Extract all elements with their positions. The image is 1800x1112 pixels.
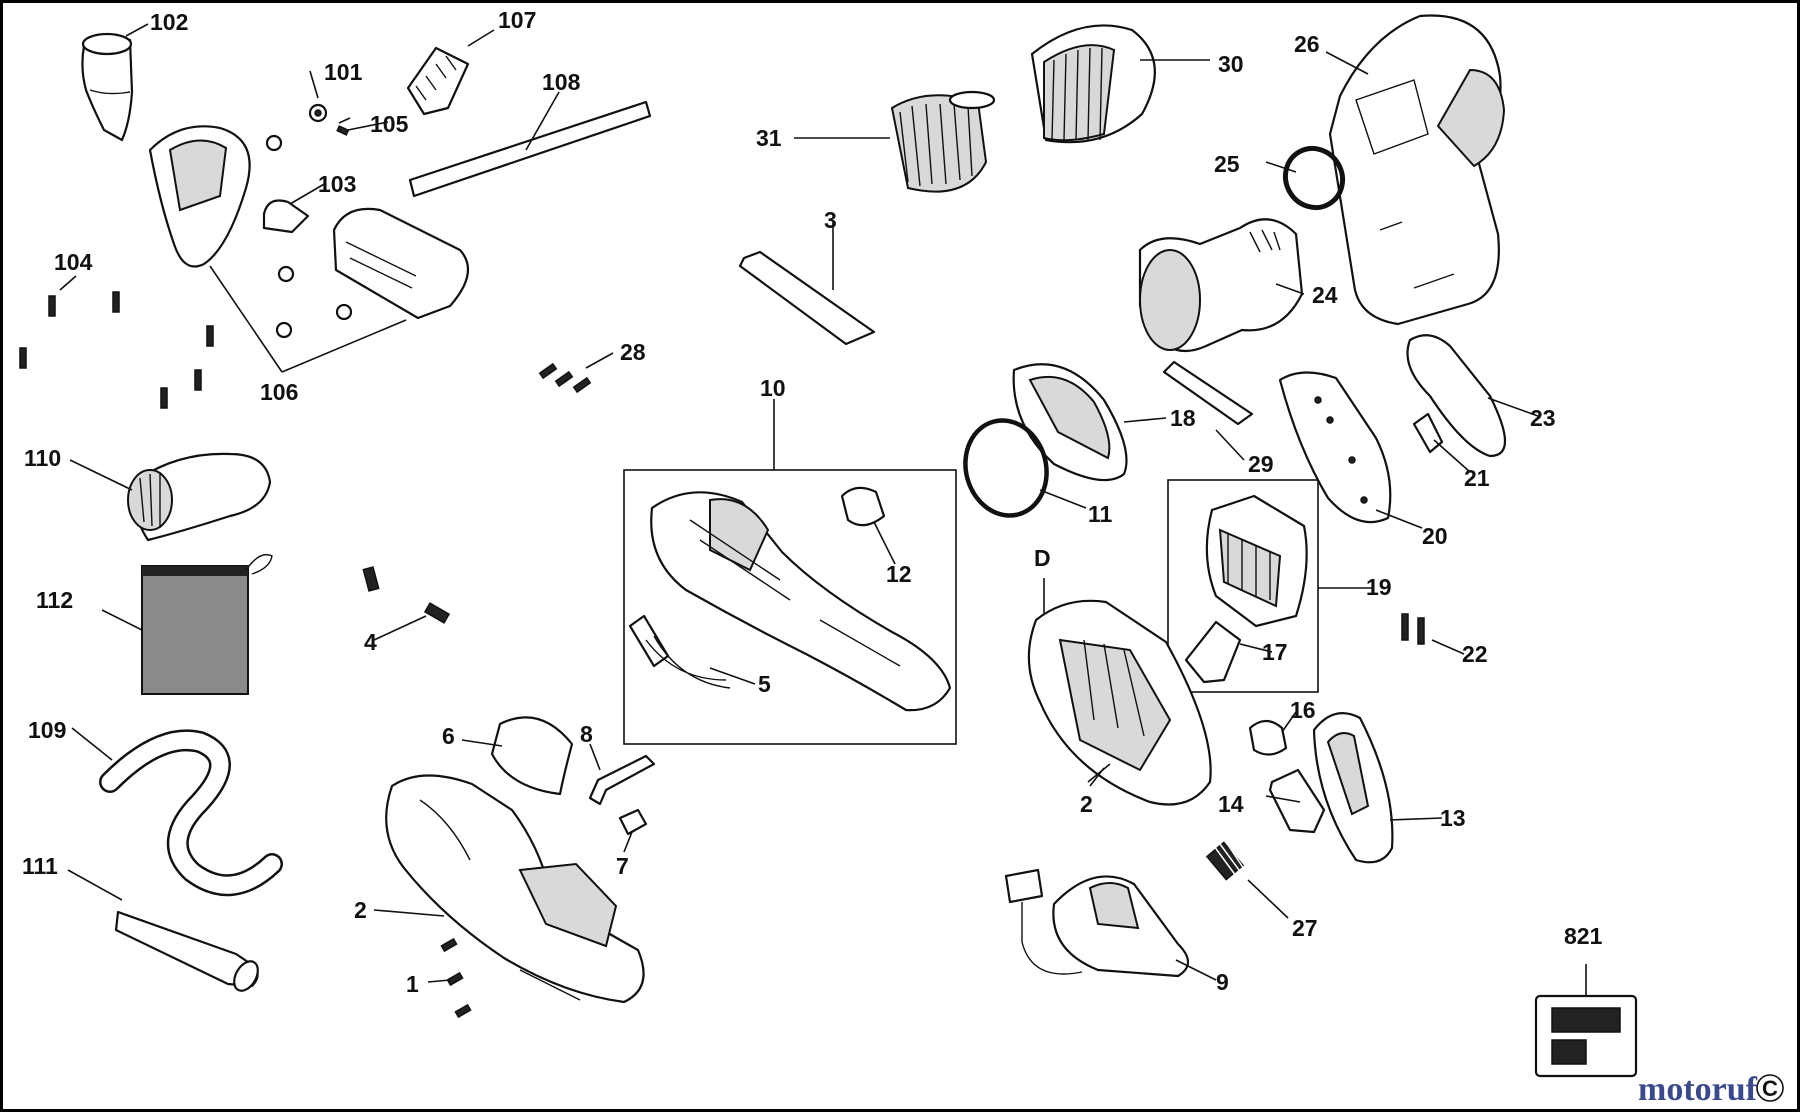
label-2-left: 2 [354, 897, 367, 923]
part-104-screws [19, 291, 214, 409]
watermark-corner-circle [1756, 1074, 1784, 1102]
watermark: motoruf C [1638, 1071, 1784, 1108]
label-104: 104 [54, 249, 93, 275]
part-4-springs [362, 566, 451, 624]
label-30: 30 [1218, 51, 1244, 77]
label-11: 11 [1088, 501, 1113, 527]
label-109: 109 [28, 717, 66, 743]
label-14: 14 [1218, 791, 1244, 817]
part-20-side-panel [1278, 371, 1392, 524]
label-12: 12 [886, 561, 912, 587]
assembly-box-10 [623, 469, 957, 745]
label-1: 1 [406, 971, 419, 997]
label-19: 19 [1366, 574, 1392, 600]
watermark-corner-mark: C [1762, 1076, 1778, 1101]
label-107: 107 [498, 7, 536, 33]
part-13-end-cap [1312, 712, 1394, 864]
part-30-filter-cover [1030, 24, 1156, 144]
part-106-front-housing [148, 125, 470, 339]
label-112: 112 [36, 587, 73, 613]
label-2-right: 2 [1080, 791, 1093, 817]
part-25-o-ring [1282, 145, 1346, 211]
label-5: 5 [758, 671, 771, 697]
part-27-spring [1205, 841, 1247, 881]
label-821: 821 [1564, 923, 1603, 949]
part-16-button [1248, 719, 1288, 756]
part-17-terminal [1184, 620, 1242, 684]
label-28: 28 [620, 339, 646, 365]
label-21: 21 [1464, 465, 1490, 491]
label-29: 29 [1248, 451, 1274, 477]
label-105: 105 [370, 111, 409, 137]
label-9: 9 [1216, 969, 1229, 995]
part-821-label [1534, 994, 1638, 1078]
part-102-elbow-nozzle [81, 32, 134, 142]
part-7-catch [618, 808, 648, 836]
part-labels: 102 107 101 108 105 103 104 106 110 112 … [22, 7, 1603, 997]
label-4: 4 [364, 629, 377, 655]
leader-lines [59, 23, 1587, 996]
label-23: 23 [1530, 405, 1556, 431]
part-22-screws [1401, 613, 1425, 645]
part-2-main-housing [385, 774, 645, 1004]
label-25: 25 [1214, 151, 1240, 177]
label-7: 7 [616, 853, 629, 879]
part-28-screws [538, 362, 592, 394]
label-16: 16 [1290, 697, 1316, 723]
label-108: 108 [542, 69, 581, 95]
label-26: 26 [1294, 31, 1320, 57]
part-1-screws [440, 937, 472, 1019]
part-26-dust-bowl [1328, 14, 1506, 326]
part-D-handle-section [1027, 599, 1212, 806]
part-110-brush [127, 452, 272, 542]
part-101-nut [308, 103, 328, 123]
label-27: 27 [1292, 915, 1318, 941]
assembly-box-19 [1167, 479, 1319, 693]
label-101: 101 [324, 59, 363, 85]
label-31: 31 [756, 125, 782, 151]
part-8-latch [588, 754, 656, 806]
label-106: 106 [260, 379, 298, 405]
label-3: 3 [824, 207, 837, 233]
part-21-clip [1412, 412, 1444, 454]
part-108-strip [408, 100, 652, 198]
label-10: 10 [760, 375, 786, 401]
part-112-mesh-bag [141, 553, 273, 695]
label-13: 13 [1440, 805, 1466, 831]
part-11-o-ring [963, 418, 1049, 518]
part-19-battery-pack [1205, 494, 1308, 628]
part-10-motor-handle [650, 491, 952, 712]
part-12-switch [840, 486, 886, 527]
label-110: 110 [24, 445, 61, 471]
label-22: 22 [1462, 641, 1488, 667]
label-6: 6 [442, 723, 455, 749]
label-18: 18 [1170, 405, 1196, 431]
part-18-ring-seal [1012, 363, 1128, 482]
part-31-pleated-filter [890, 90, 996, 193]
part-3-foam-strip [738, 250, 876, 346]
part-107-clip [406, 46, 470, 116]
label-8: 8 [580, 721, 593, 747]
watermark-brand: motoruf [1638, 1071, 1758, 1108]
label-20: 20 [1422, 523, 1448, 549]
label-24: 24 [1312, 282, 1338, 308]
label-D: D [1034, 545, 1051, 571]
label-102: 102 [150, 9, 188, 35]
part-9-charger-base [1004, 868, 1190, 978]
part-29-strip [1162, 360, 1254, 426]
part-109-flex-hose [99, 729, 283, 897]
label-103: 103 [318, 171, 356, 197]
label-111: 111 [22, 853, 58, 879]
part-6-gasket [490, 716, 574, 796]
label-17: 17 [1262, 639, 1288, 665]
part-111-crevice-tool [114, 910, 259, 992]
part-105-screw [336, 125, 350, 136]
part-23-cover [1406, 334, 1507, 458]
part-5-wire-contacts [628, 614, 731, 689]
